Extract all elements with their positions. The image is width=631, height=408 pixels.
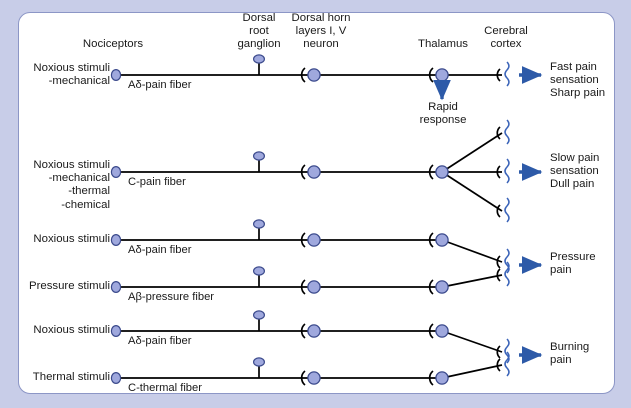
stimulus-label-row-4: Pressure stimuli bbox=[28, 280, 110, 292]
fiber-label-row-3: Aδ-pain fiber bbox=[128, 244, 192, 256]
outcome-label-pressure-pain: Pressure pain bbox=[550, 251, 596, 277]
thalamic-synapses bbox=[428, 67, 434, 386]
stimulus-label-row-3: Noxious stimuli bbox=[33, 233, 110, 245]
stimulus-label-row-6: Thermal stimuli bbox=[32, 371, 110, 383]
header-dorsal-root-ganglion: Dorsal root ganglion bbox=[237, 12, 281, 51]
header-dorsal-horn-neuron: Dorsal horn layers I, V neuron bbox=[291, 12, 351, 51]
receptor-endings bbox=[110, 68, 122, 385]
stimulus-label-row-2: Noxious stimuli -mechanical -thermal -ch… bbox=[33, 159, 110, 211]
header-thalamus: Thalamus bbox=[417, 38, 468, 50]
header-cerebral-cortex: Cerebral cortex bbox=[484, 25, 528, 51]
outcome-label-slow-pain: Slow pain sensation Dull pain bbox=[550, 152, 600, 191]
drg-somata bbox=[253, 54, 266, 367]
fiber-label-row-6: C-thermal fiber bbox=[128, 382, 202, 394]
annotation-rapid-response: Rapid response bbox=[419, 101, 467, 127]
thalamus-neurons bbox=[435, 68, 449, 385]
cortical-synapses bbox=[496, 68, 501, 372]
dorsal-horn-synapses bbox=[300, 67, 306, 386]
dorsal-horn-neurons bbox=[307, 68, 321, 385]
outcome-label-fast-pain: Fast pain sensation Sharp pain bbox=[550, 61, 606, 100]
outcome-label-burning-pain: Burning pain bbox=[550, 341, 590, 367]
cortical-terminal-braces bbox=[504, 61, 510, 377]
axon-lines bbox=[121, 74, 442, 379]
stimulus-label-row-5: Noxious stimuli bbox=[33, 324, 110, 336]
fiber-label-row-1: Aδ-pain fiber bbox=[128, 79, 192, 91]
stimulus-label-row-1: Noxious stimuli -mechanical bbox=[33, 62, 110, 88]
fiber-label-row-2: C-pain fiber bbox=[128, 176, 186, 188]
fiber-label-row-5: Aδ-pain fiber bbox=[128, 335, 192, 347]
thalamocortical-lines bbox=[441, 74, 503, 379]
fiber-label-row-4: Aβ-pressure fiber bbox=[128, 291, 215, 303]
header-nociceptors: Nociceptors bbox=[82, 38, 144, 50]
outcome-arrows bbox=[519, 66, 543, 364]
